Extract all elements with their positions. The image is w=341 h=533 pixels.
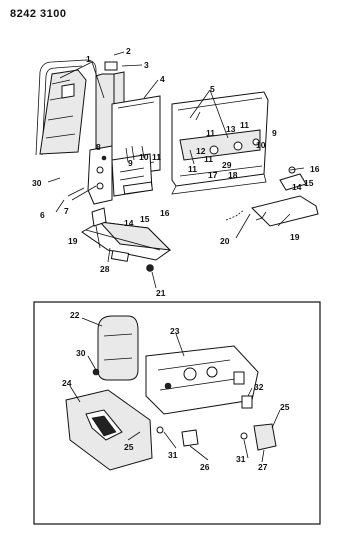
callout-11c: 11 xyxy=(240,120,249,130)
callout-11a: 11 xyxy=(152,152,161,162)
right-seat-track xyxy=(225,166,319,227)
callout-10b: 10 xyxy=(256,140,266,150)
callout-29: 29 xyxy=(222,160,232,170)
callout-30b: 30 xyxy=(76,348,86,358)
callout-4: 4 xyxy=(160,74,165,84)
callout-27: 27 xyxy=(258,462,268,472)
callout-18: 18 xyxy=(228,170,238,180)
callout-11b: 11 xyxy=(206,128,215,138)
page-code: 8242 3100 xyxy=(10,8,67,20)
callout-25a: 25 xyxy=(124,442,134,452)
left-seat-back-frame xyxy=(35,59,97,156)
callout-1: 1 xyxy=(86,54,91,64)
callout-24: 24 xyxy=(62,378,72,388)
callout-28: 28 xyxy=(100,264,110,274)
callout-2: 2 xyxy=(126,46,131,56)
callout-19b: 19 xyxy=(290,232,300,242)
callout-13: 13 xyxy=(226,124,236,134)
hinge-bracket-assembly xyxy=(87,95,161,205)
top-callout-labels: 1 2 3 4 5 6 7 8 9 9 10 10 11 11 11 11 11… xyxy=(32,46,320,298)
right-seat-back-frame xyxy=(171,91,269,195)
callout-7: 7 xyxy=(64,206,69,216)
callout-22: 22 xyxy=(70,310,80,320)
bolt-21 xyxy=(146,264,154,272)
callout-11e: 11 xyxy=(188,164,197,174)
left-seat-track xyxy=(81,207,172,272)
callout-16a: 16 xyxy=(160,208,170,218)
callout-9b: 9 xyxy=(272,128,277,138)
callout-14b: 14 xyxy=(292,182,302,192)
callout-15b: 15 xyxy=(304,178,314,188)
inset-frame xyxy=(33,301,321,525)
headrest-bracket xyxy=(104,61,118,71)
callout-9a: 9 xyxy=(128,158,133,168)
bushing-32 xyxy=(241,395,253,409)
callout-leaders xyxy=(47,51,305,289)
callout-5: 5 xyxy=(210,84,215,94)
callout-31b: 31 xyxy=(236,454,246,464)
inset-callout-labels: 22 23 24 25 25 26 27 30 31 31 32 xyxy=(62,310,290,472)
callout-31a: 31 xyxy=(168,450,178,460)
callout-21: 21 xyxy=(156,288,166,298)
inset-parts xyxy=(65,315,277,471)
callout-30a: 30 xyxy=(32,178,42,188)
callout-15a: 15 xyxy=(140,214,150,224)
callout-11d: 11 xyxy=(204,154,213,164)
callout-3: 3 xyxy=(144,60,149,70)
callout-32: 32 xyxy=(254,382,264,392)
callout-25b: 25 xyxy=(280,402,290,412)
callout-26: 26 xyxy=(200,462,210,472)
callout-6: 6 xyxy=(40,210,45,220)
callout-20: 20 xyxy=(220,236,230,246)
callout-19a: 19 xyxy=(68,236,78,246)
callout-17: 17 xyxy=(208,170,218,180)
callout-12: 12 xyxy=(196,146,206,156)
callout-14a: 14 xyxy=(124,218,134,228)
inset-callout-leaders xyxy=(69,317,281,463)
callout-10a: 10 xyxy=(139,152,149,162)
callout-16b: 16 xyxy=(310,164,320,174)
callout-23: 23 xyxy=(170,326,180,336)
callout-8: 8 xyxy=(96,142,101,152)
